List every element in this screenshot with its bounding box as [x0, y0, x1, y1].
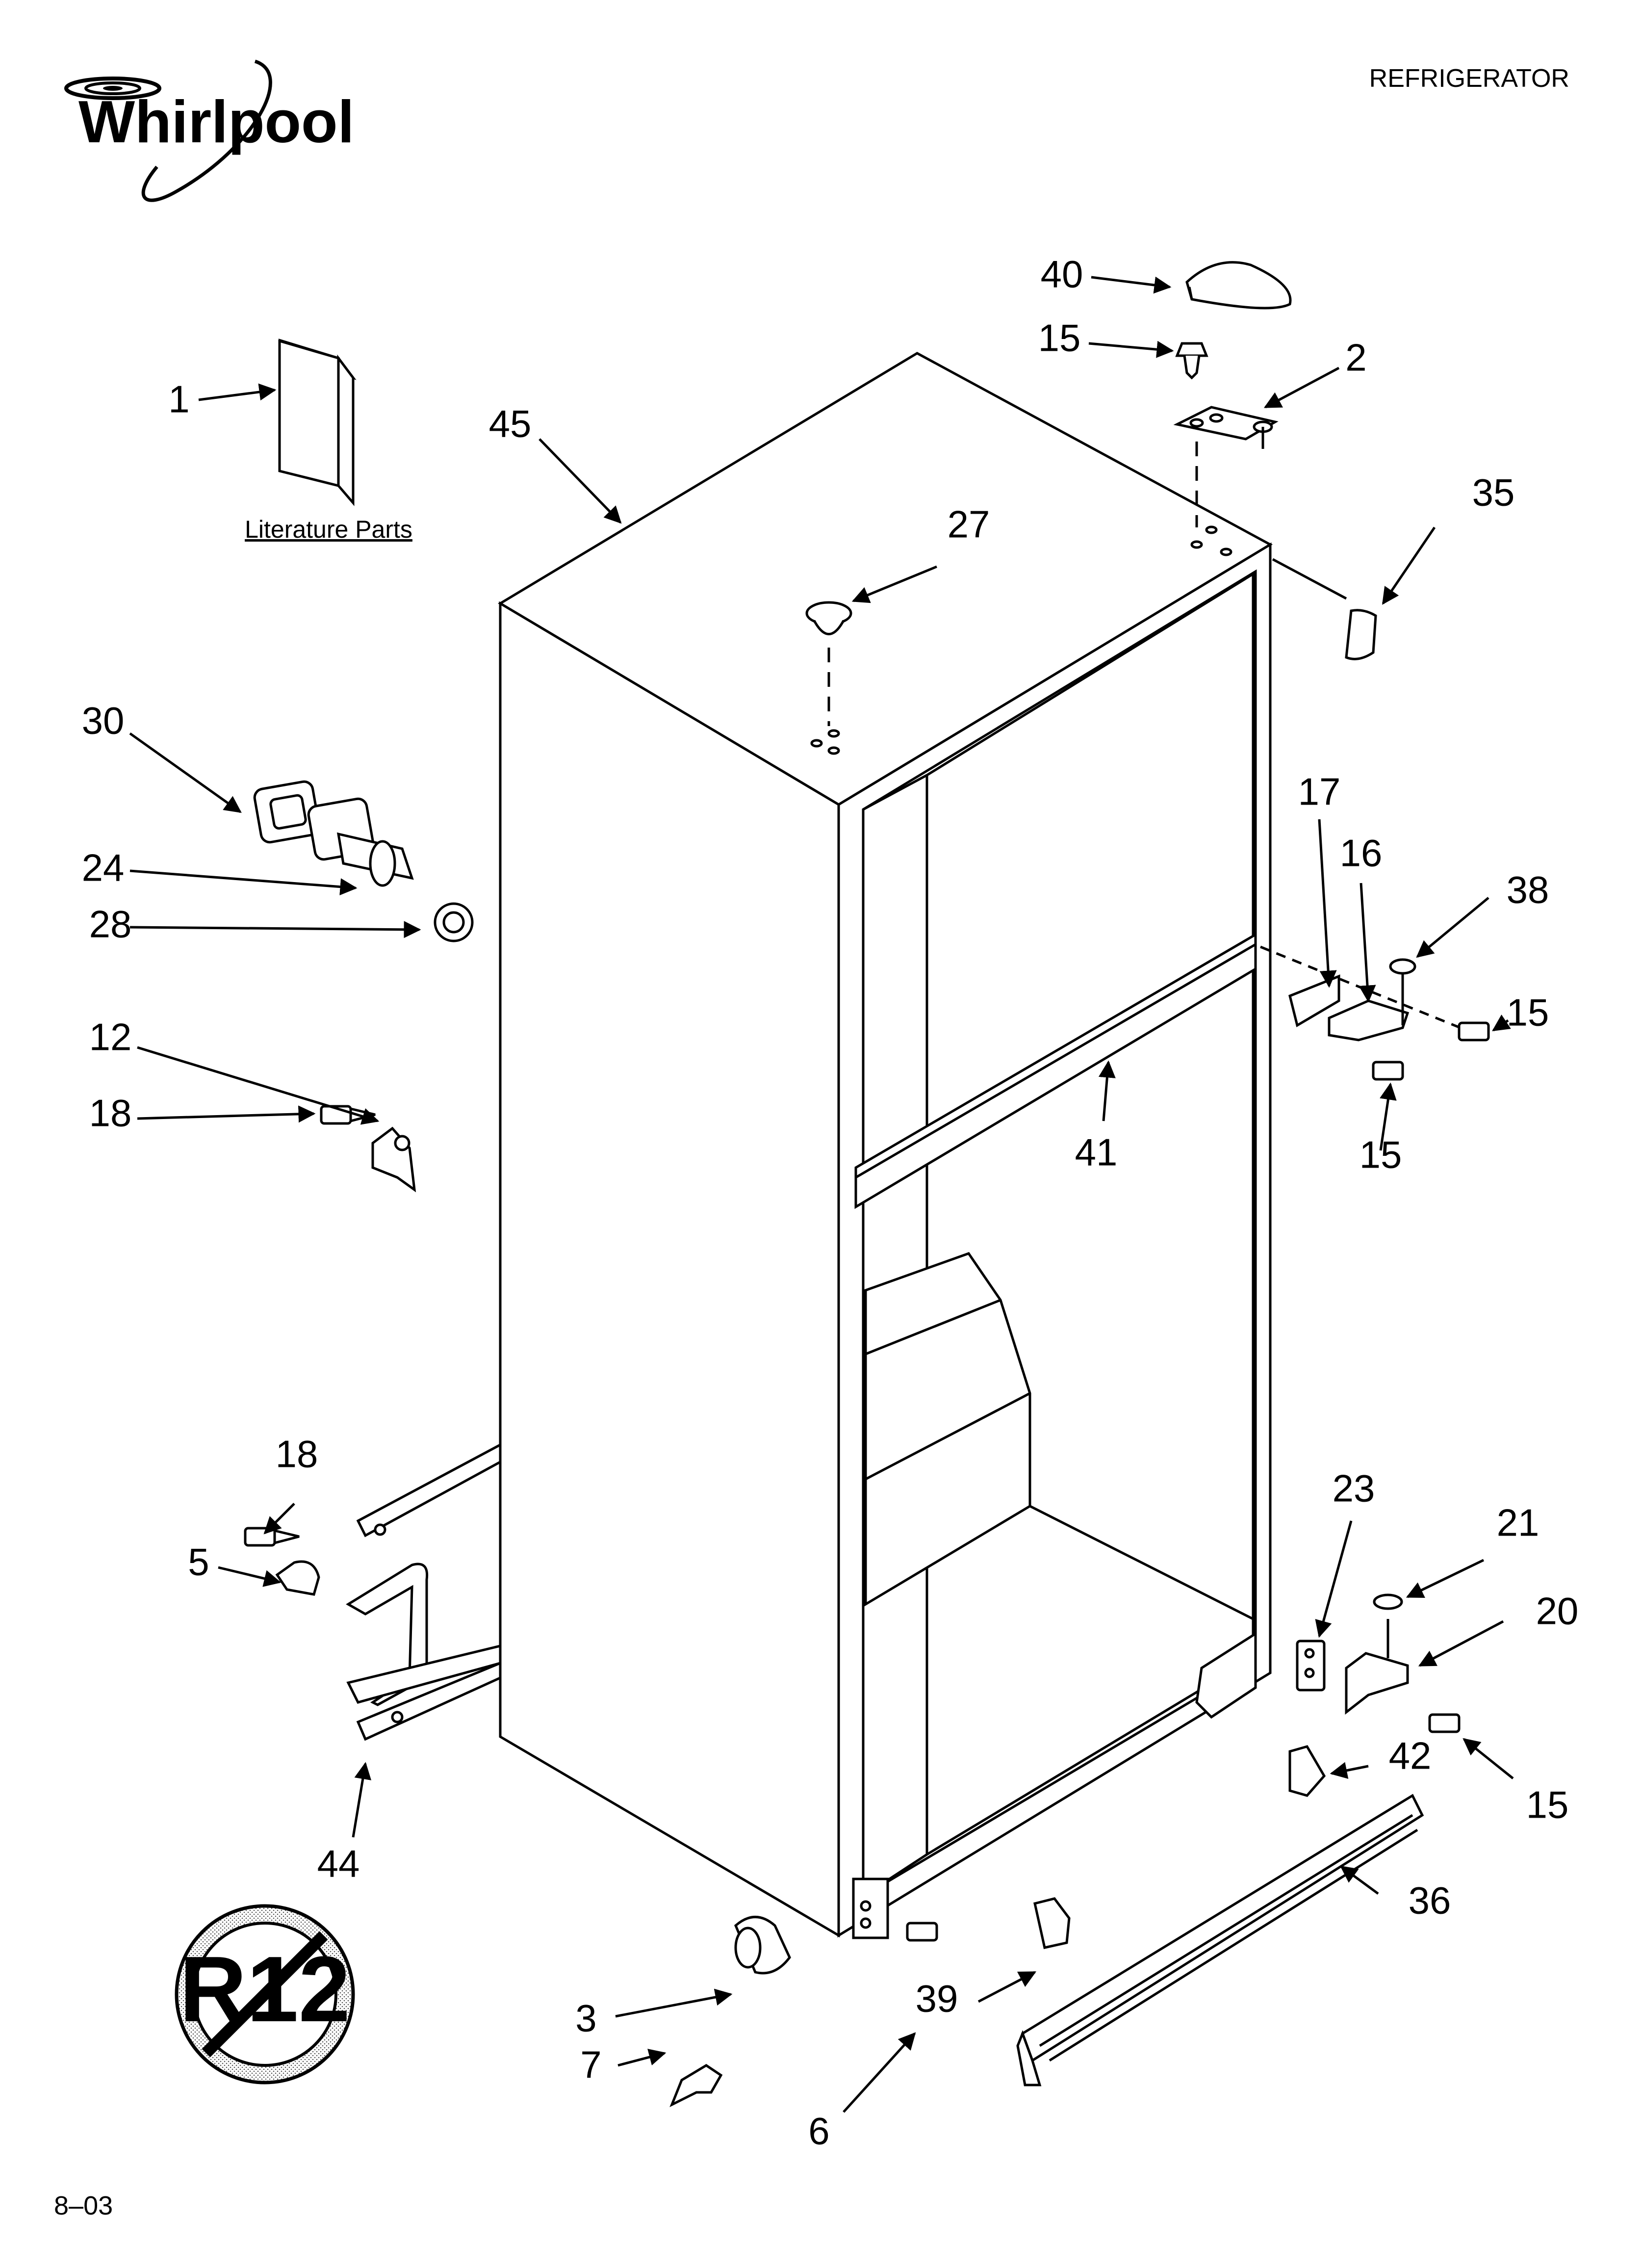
literature-parts-label: Literature Parts	[245, 516, 412, 543]
callout-27: 27	[948, 503, 990, 546]
callout-12: 12	[89, 1016, 132, 1059]
callout-16: 16	[1340, 832, 1383, 875]
callout-18-lower: 18	[276, 1433, 318, 1476]
hinge-cover	[1185, 261, 1292, 310]
callout-35: 35	[1472, 471, 1515, 514]
callout-21: 21	[1497, 1501, 1539, 1544]
callout-15-top: 15	[1038, 316, 1081, 360]
kick-plate-grille	[1016, 1794, 1424, 2086]
revision-code: 8–03	[54, 2191, 113, 2220]
callout-17: 17	[1298, 770, 1341, 813]
callout-44: 44	[317, 1842, 360, 1885]
literature-booklet	[278, 339, 357, 506]
callout-15-mid: 15	[1360, 1133, 1402, 1176]
callouts: 1 45 27 40 15 2 35 30 24 28 12 18 17 16 …	[82, 253, 1579, 2153]
refrigerator-cabinet	[498, 352, 1273, 1939]
handle-trim	[346, 1442, 502, 1741]
callout-3: 3	[575, 1997, 596, 2040]
callout-15-bottom: 15	[1526, 1783, 1569, 1826]
control-knob-assembly	[253, 780, 474, 942]
no-r12-badge: R12	[175, 1904, 355, 2085]
callout-39: 39	[916, 1977, 958, 2020]
callout-41: 41	[1075, 1131, 1118, 1174]
hinge-cap	[1272, 558, 1377, 660]
grille-clip-left	[1033, 1897, 1071, 1949]
callout-7: 7	[580, 2043, 601, 2086]
door-stop-bracket	[320, 1105, 416, 1193]
plug-button	[805, 601, 852, 726]
callout-38: 38	[1507, 868, 1549, 912]
callout-5: 5	[188, 1540, 209, 1584]
callout-2: 2	[1345, 336, 1366, 379]
callout-20: 20	[1536, 1590, 1579, 1633]
callout-42: 42	[1389, 1734, 1432, 1777]
callout-6: 6	[808, 2110, 829, 2153]
clip	[244, 1527, 320, 1596]
callout-36: 36	[1409, 1879, 1451, 1922]
top-hinge	[1173, 406, 1279, 527]
callout-28: 28	[89, 903, 132, 946]
page-title: REFRIGERATOR	[1369, 64, 1569, 93]
bottom-hinge	[1296, 1593, 1461, 1733]
callout-18-upper: 18	[89, 1092, 132, 1135]
leveling-assembly	[669, 1916, 938, 2108]
brand-wordmark: Whirlpool	[78, 88, 354, 155]
callout-15-mid-right: 15	[1507, 991, 1549, 1034]
whirlpool-logo: Whirlpool	[64, 59, 354, 202]
callout-45: 45	[489, 402, 532, 445]
center-hinge	[1260, 945, 1490, 1081]
callout-40: 40	[1041, 253, 1083, 296]
screw-top	[1175, 342, 1208, 380]
callout-30: 30	[82, 699, 125, 742]
callout-23: 23	[1333, 1467, 1375, 1510]
callout-24: 24	[82, 846, 125, 889]
leader-lines	[129, 276, 1514, 2113]
callout-1: 1	[168, 378, 189, 421]
grille-clip-right	[1288, 1745, 1326, 1797]
